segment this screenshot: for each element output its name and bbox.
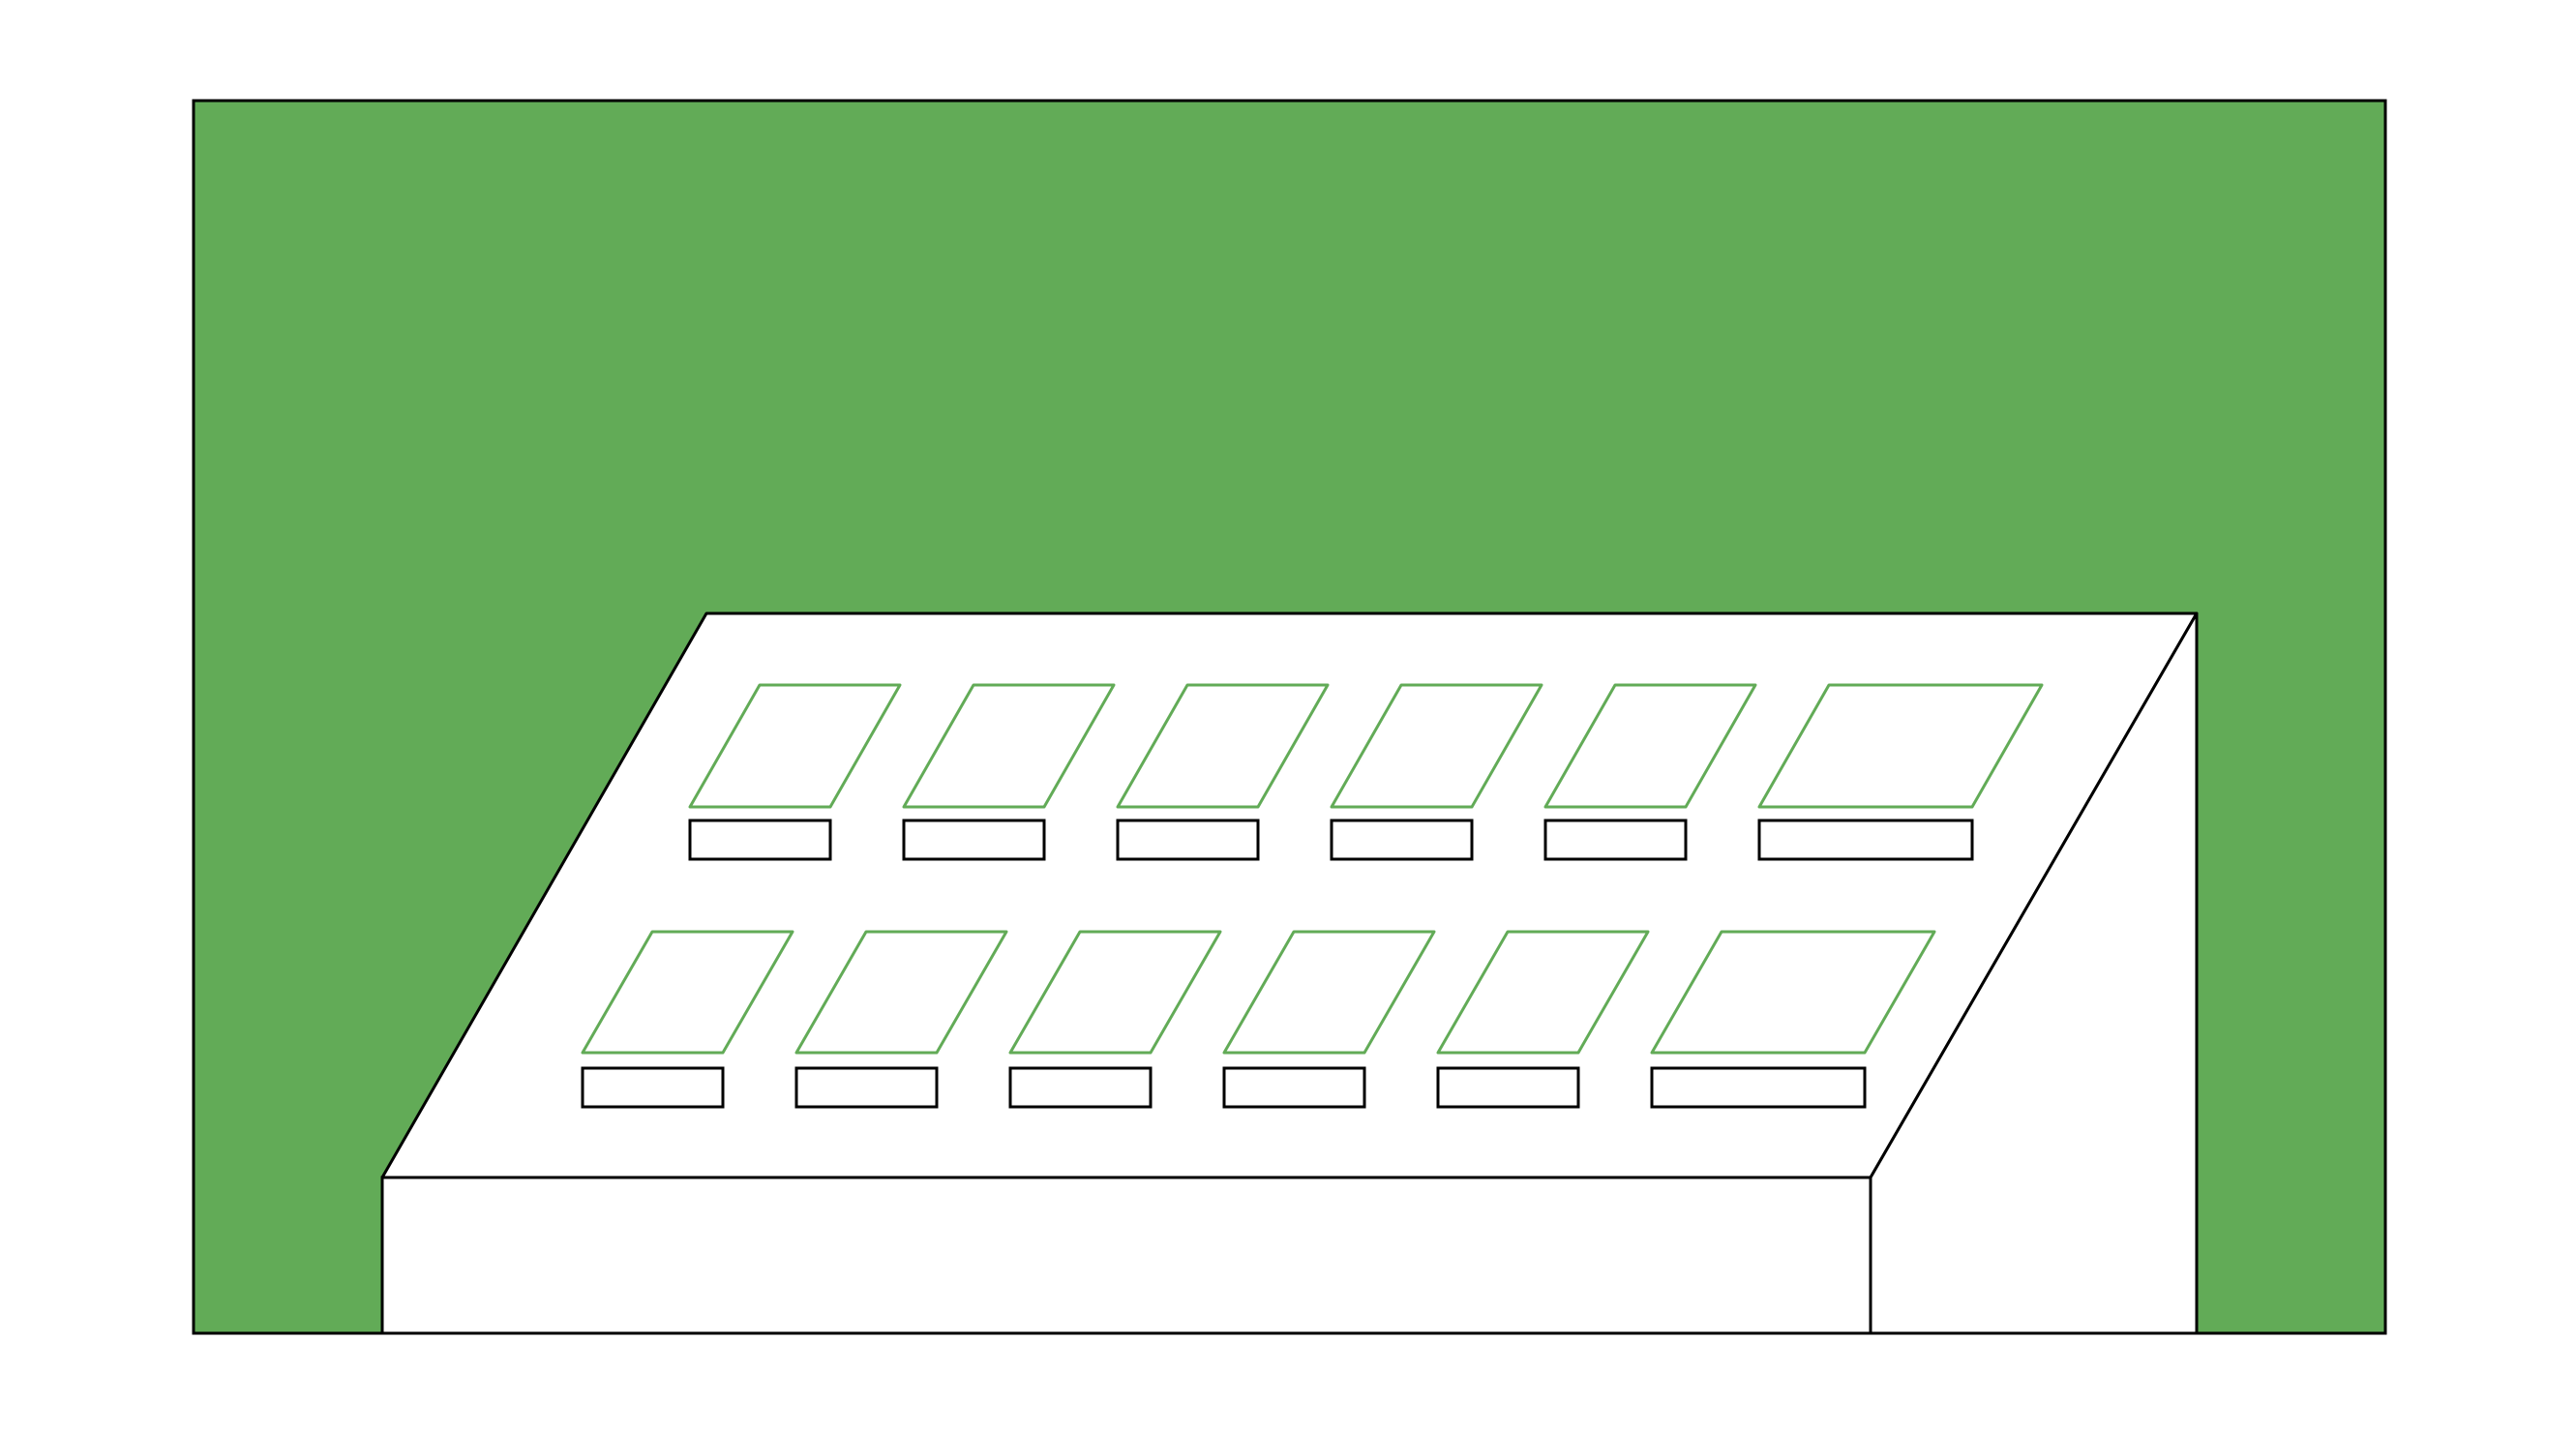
wide-screen-panel-top-row-6 [1757, 683, 2044, 809]
wide-screen-panel-bottom-row-6 [1650, 930, 1936, 1055]
label-box-top-row-4 [1330, 819, 1474, 861]
label-box-bottom-row-2 [794, 1066, 939, 1109]
screen-panel-top-row-1 [688, 683, 902, 809]
label-box-top-row-1 [688, 819, 832, 861]
label-box-top-row-3 [1116, 819, 1260, 861]
label-box-bottom-row-5 [1436, 1066, 1580, 1109]
wide-label-box-bottom-row-6 [1650, 1066, 1867, 1109]
screen-panel-bottom-row-3 [1008, 930, 1222, 1055]
wide-label-box-top-row-6 [1757, 819, 1974, 861]
label-box-bottom-row-4 [1222, 1066, 1366, 1109]
control-console [380, 611, 2199, 1335]
screen-panel-bottom-row-1 [581, 930, 794, 1055]
screen-panel-bottom-row-4 [1222, 930, 1436, 1055]
screen-panel-bottom-row-2 [794, 930, 1008, 1055]
label-box-bottom-row-1 [581, 1066, 725, 1109]
console-front-face [380, 1176, 1872, 1335]
console-panels [581, 683, 2044, 1109]
label-box-top-row-5 [1543, 819, 1688, 861]
screen-panel-top-row-2 [902, 683, 1116, 809]
label-box-bottom-row-3 [1008, 1066, 1153, 1109]
screen-panel-top-row-4 [1330, 683, 1543, 809]
label-box-top-row-2 [902, 819, 1046, 861]
screen-panel-top-row-3 [1116, 683, 1330, 809]
screen-panel-bottom-row-5 [1436, 930, 1650, 1055]
screen-panel-top-row-5 [1543, 683, 1757, 809]
